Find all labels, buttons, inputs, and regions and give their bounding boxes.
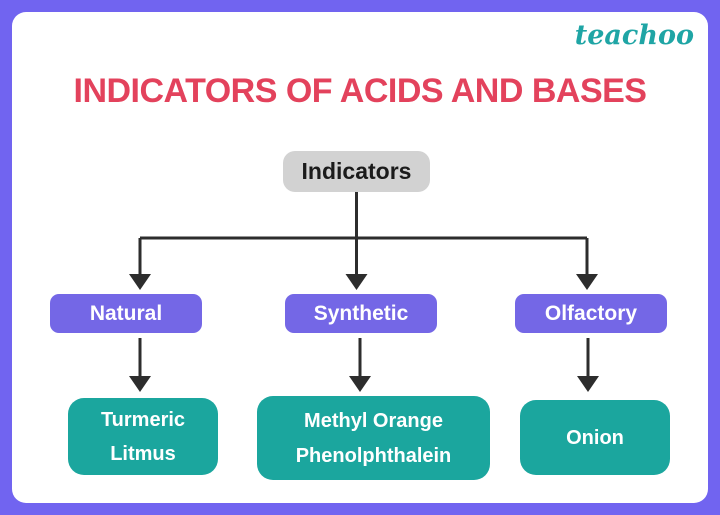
leaf-label-litmus: Litmus: [110, 442, 176, 465]
node-synthetic: Synthetic: [285, 294, 437, 333]
leaf-label-phenolphthalein: Phenolphthalein: [295, 444, 452, 467]
node-turmeric-litmus: Turmeric Litmus: [68, 398, 218, 475]
leaf-label-turmeric: Turmeric: [100, 408, 186, 431]
node-natural: Natural: [50, 294, 202, 333]
node-methyl-orange-phenolphthalein: Methyl Orange Phenolphthalein: [257, 396, 490, 480]
node-onion: Onion: [520, 400, 670, 475]
brand-logo: teachoo: [574, 20, 694, 51]
node-indicators: Indicators: [283, 151, 430, 192]
leaf-label-methyl-orange: Methyl Orange: [304, 409, 443, 432]
page-title: INDICATORS OF ACIDS AND BASES: [73, 72, 647, 110]
node-olfactory: Olfactory: [515, 294, 667, 333]
leaf-label-onion: Onion: [566, 426, 624, 449]
